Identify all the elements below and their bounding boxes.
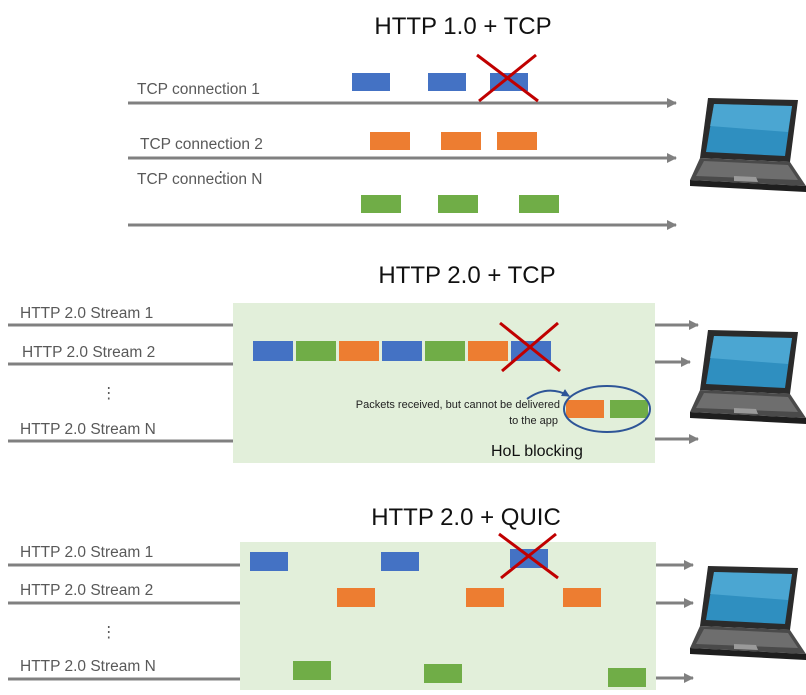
packet [563,588,601,607]
packet [468,341,508,361]
cross-icon [498,532,559,580]
packet [352,73,390,91]
packet [441,132,481,150]
section3-title: HTTP 2.0 + QUIC [371,504,561,531]
ellipsis: ⋮ [213,169,229,186]
laptop-icon [690,330,806,424]
section1-title: HTTP 1.0 + TCP [374,13,551,40]
blocked-note-line1: Packets received, but cannot be delivere… [356,399,560,411]
stream-2-label: HTTP 2.0 Stream 2 [20,582,153,599]
packet [339,341,379,361]
ellipsis: ⋮ [101,624,117,641]
packet [381,552,419,571]
packet [519,195,559,213]
cross-icon [499,321,561,373]
packet [428,73,466,91]
packet [438,195,478,213]
packet-buffered [610,400,648,418]
blocked-note-line2: to the app [509,415,558,427]
packet [497,132,537,150]
packet [424,664,462,683]
laptop-icon [690,566,806,660]
ellipsis: ⋮ [101,385,117,402]
packet [608,668,646,687]
stream-n-label: HTTP 2.0 Stream N [20,658,156,675]
tcp-connection-1-label: TCP connection 1 [137,81,260,98]
buffered-packets-ellipse [563,385,651,433]
packet [253,341,293,361]
tcp-connection-n-label: TCP connection N [137,171,263,188]
stream-2-label: HTTP 2.0 Stream 2 [22,344,155,361]
packet [382,341,422,361]
packet [250,552,288,571]
cross-icon [476,53,539,103]
packet [296,341,336,361]
stream-1-label: HTTP 2.0 Stream 1 [20,544,153,561]
tcp-connection-panel [233,303,655,463]
packet [466,588,504,607]
stream-n-label: HTTP 2.0 Stream N [20,421,156,438]
packet [337,588,375,607]
packet-buffered [566,400,604,418]
section2-title: HTTP 2.0 + TCP [378,262,555,289]
laptop-icon [690,98,806,192]
packet [293,661,331,680]
hol-blocking-label: HoL blocking [491,443,583,460]
tcp-connection-2-label: TCP connection 2 [140,136,263,153]
packet [370,132,410,150]
packet [425,341,465,361]
packet [361,195,401,213]
stream-1-label: HTTP 2.0 Stream 1 [20,305,153,322]
curved-arrow-icon [526,389,570,400]
